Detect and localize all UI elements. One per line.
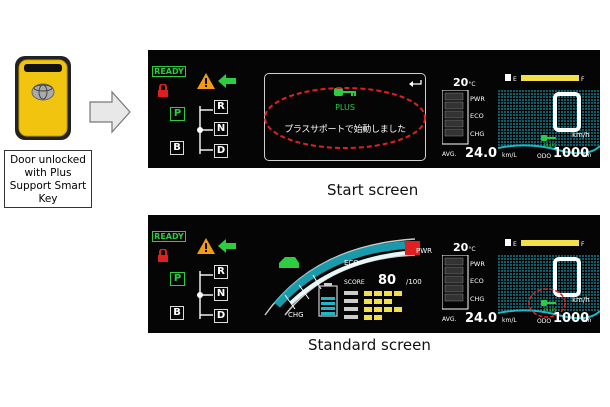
fuel-gauge: E F [505, 239, 585, 248]
speedometer-digit [553, 92, 581, 132]
chg-label: CHG [288, 311, 304, 319]
hybrid-system-indicator [264, 238, 420, 316]
speed-unit: km/h [572, 296, 590, 304]
plus-label: PLUS [335, 103, 355, 112]
pwr-label: PWR [470, 260, 485, 268]
avg-unit: km/L [502, 317, 517, 324]
svg-text:E: E [513, 241, 517, 248]
eco-label: ECO [470, 112, 484, 120]
odo-value: 1000 [553, 146, 590, 161]
smart-key-fob [15, 56, 71, 140]
highlight-oval [264, 87, 426, 149]
eco-label: ECO [344, 259, 359, 267]
gear-park: P [170, 107, 185, 121]
start-message: プラスサポートで始動しました [284, 125, 406, 135]
lock-icon [158, 249, 168, 262]
smart-key-icon [334, 88, 356, 96]
smart-key-icon [541, 135, 556, 141]
svg-text:F: F [581, 76, 585, 83]
gear-brake: B [170, 141, 184, 155]
hybrid-gauge [442, 255, 469, 310]
speedometer-digit [553, 257, 581, 297]
lock-icon [158, 84, 168, 97]
gear-neutral: N [214, 287, 228, 301]
fuel-gauge: E F [505, 74, 585, 83]
hybrid-gauge [442, 90, 469, 145]
avg-unit: km/L [502, 152, 517, 159]
odo-unit: km [582, 152, 592, 159]
warning-icon [197, 238, 215, 254]
standard-screen-cluster: READY P B R N D ECO PWR CHG SCORE 80 /10… [148, 215, 600, 333]
speed-background [498, 90, 600, 154]
plus-label: PLUS [544, 308, 557, 314]
start-screen-cluster: READY P B R N D PLUS プラスサポートで始動しました 20°C… [148, 50, 600, 168]
plus-label: PLUS [544, 143, 557, 149]
battery-icon [318, 283, 338, 317]
chg-label: CHG [470, 130, 485, 138]
odo-label: ODO [537, 318, 552, 325]
ready-indicator: READY [152, 231, 186, 242]
pwr-label: PWR [416, 247, 433, 255]
score-label: SCORE [344, 279, 365, 286]
pwr-label: PWR [470, 95, 485, 103]
standard-screen-caption: Standard screen [308, 336, 431, 354]
score-value: 80 [378, 273, 397, 288]
gear-neutral: N [214, 122, 228, 136]
score-max: /100 [406, 278, 422, 286]
odo-label: ODO [537, 153, 552, 160]
arrow-icon [218, 74, 236, 88]
speed-background [498, 255, 600, 319]
avg-label: AVG. [442, 151, 457, 158]
gear-drive: D [214, 309, 228, 323]
ready-indicator: READY [152, 66, 186, 77]
eco-label: ECO [470, 277, 484, 285]
return-icon [409, 80, 422, 87]
svg-text:E: E [513, 76, 517, 83]
avg-value: 24.0 [465, 311, 498, 326]
shift-pattern [197, 271, 213, 319]
smart-key-icon [541, 300, 556, 306]
outside-temperature: 20°C [453, 241, 476, 254]
shift-pattern [197, 106, 213, 154]
fob-caption: Door unlocked with Plus Support Smart Ke… [4, 150, 92, 208]
odo-value: 1000 [553, 311, 590, 326]
chg-label: CHG [470, 295, 485, 303]
highlight-oval [528, 288, 566, 318]
start-screen-caption: Start screen [327, 181, 419, 199]
speed-unit: km/h [572, 131, 590, 139]
eco-score-bars [344, 291, 402, 320]
gear-reverse: R [214, 100, 228, 114]
arrow-icon [218, 239, 236, 253]
svg-text:F: F [581, 241, 585, 248]
warning-icon [197, 73, 215, 89]
gear-reverse: R [214, 265, 228, 279]
arrow-icon [89, 90, 131, 134]
outside-temperature: 20°C [453, 76, 476, 89]
odo-unit: km [582, 317, 592, 324]
avg-label: AVG. [442, 316, 457, 323]
gear-park: P [170, 272, 185, 286]
avg-value: 24.0 [465, 146, 498, 161]
gear-drive: D [214, 144, 228, 158]
gear-brake: B [170, 306, 184, 320]
